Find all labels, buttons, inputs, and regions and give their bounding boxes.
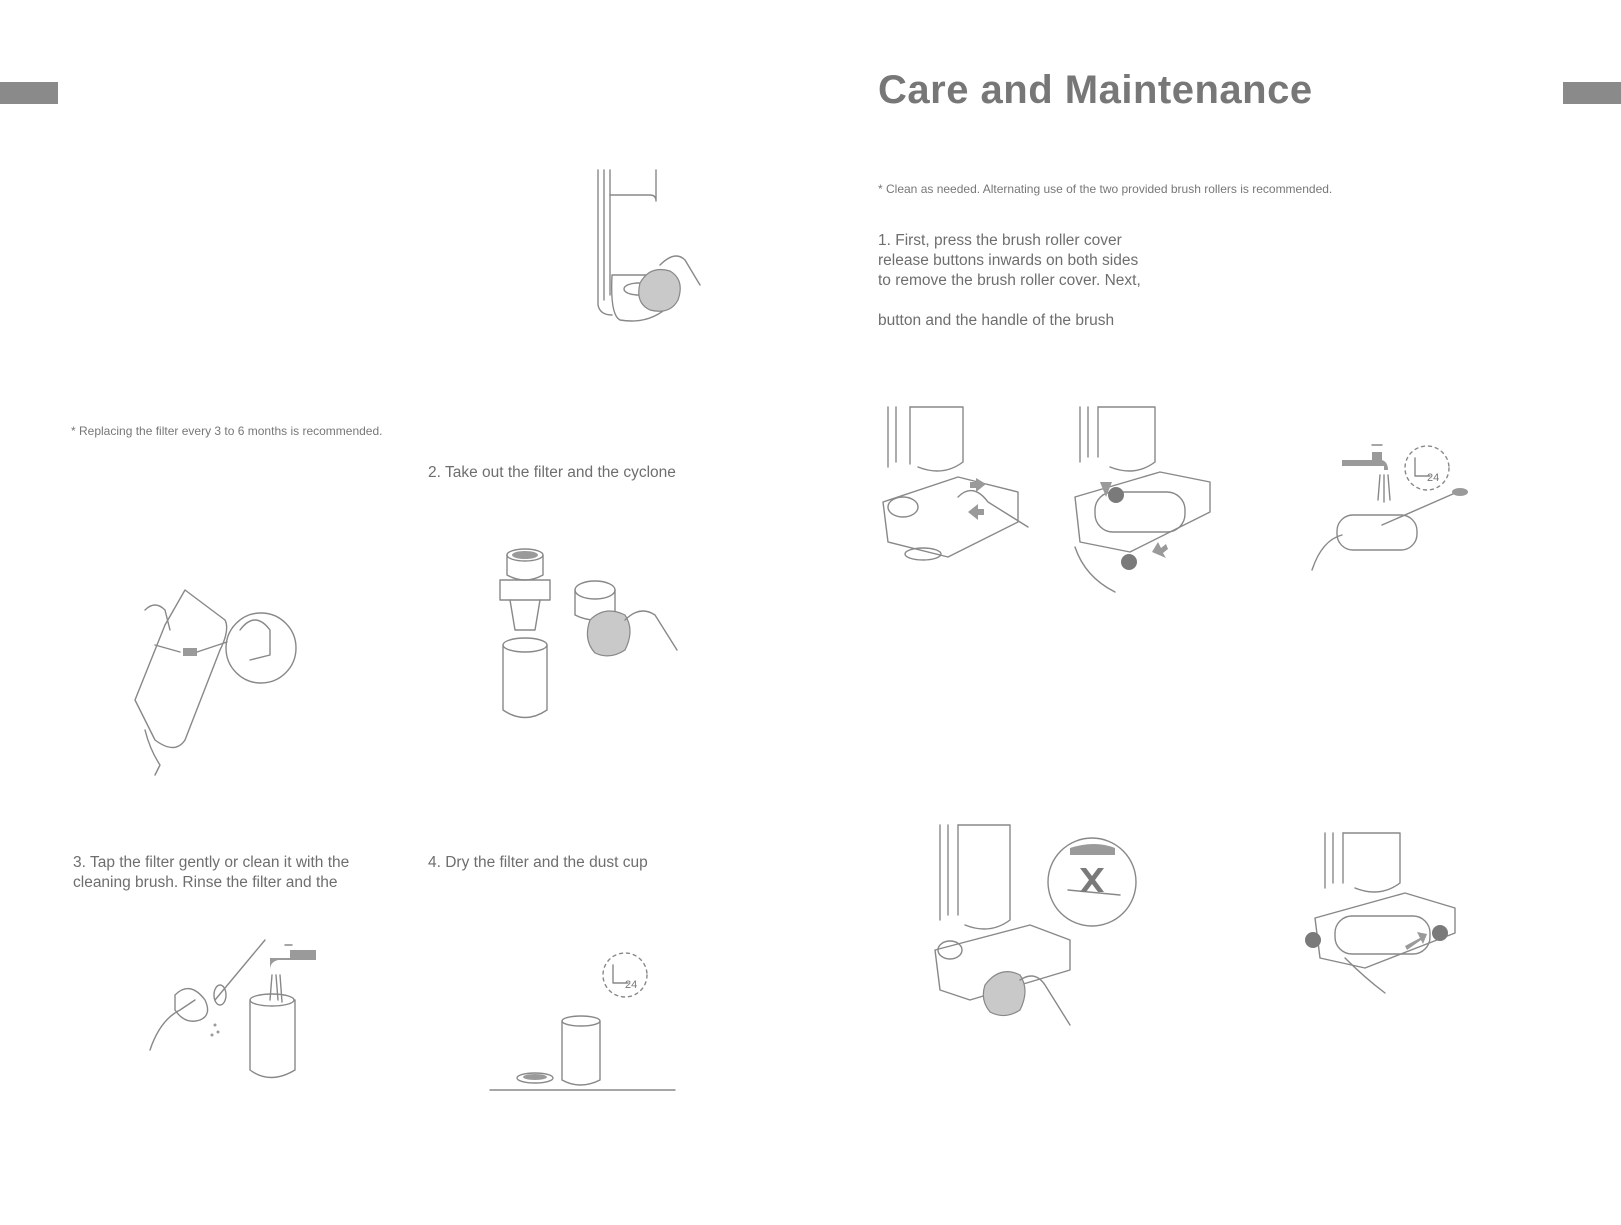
lift-roller-illustration bbox=[1070, 402, 1230, 602]
left-page-tab bbox=[0, 82, 58, 104]
remove-filter-illustration bbox=[125, 590, 305, 780]
rinse-roller-illustration: 24 bbox=[1312, 440, 1472, 590]
step-3-line-2: cleaning brush. Rinse the filter and the bbox=[73, 873, 349, 893]
tap-rinse-filter-illustration bbox=[140, 940, 330, 1090]
wipe-vacuum-illustration bbox=[590, 165, 710, 325]
cleaning-note: * Clean as needed. Alternating use of th… bbox=[878, 182, 1332, 196]
reinstall-cover-illustration bbox=[1305, 828, 1465, 1008]
right-page-tab bbox=[1563, 82, 1621, 104]
timer-label-2: 24 bbox=[1427, 472, 1439, 484]
step-4-text: 4. Dry the filter and the dust cup bbox=[428, 853, 648, 873]
step-3-line-1: 3. Tap the filter gently or clean it wit… bbox=[73, 853, 349, 873]
filter-note: * Replacing the filter every 3 to 6 mont… bbox=[71, 424, 382, 438]
step-1-line-3: to remove the brush roller cover. Next, bbox=[878, 271, 1141, 291]
step-2-text: 2. Take out the filter and the cyclone bbox=[428, 463, 676, 483]
clean-roller-slot-illustration bbox=[930, 820, 1150, 1040]
step-1-line-5: button and the handle of the brush bbox=[878, 311, 1141, 331]
step-3-text: 3. Tap the filter gently or clean it wit… bbox=[73, 853, 349, 893]
step-1-line-2: release buttons inwards on both sides bbox=[878, 251, 1141, 271]
step-1-line-1: 1. First, press the brush roller cover bbox=[878, 231, 1141, 251]
dry-filter-illustration: 24 bbox=[490, 945, 680, 1095]
step-1-text: 1. First, press the brush roller cover r… bbox=[878, 231, 1141, 331]
page-title: Care and Maintenance bbox=[878, 68, 1313, 113]
remove-cover-illustration bbox=[878, 402, 1028, 592]
timer-label: 24 bbox=[625, 979, 637, 991]
step-1-line-4 bbox=[878, 291, 1141, 311]
filter-cyclone-illustration bbox=[495, 545, 695, 725]
